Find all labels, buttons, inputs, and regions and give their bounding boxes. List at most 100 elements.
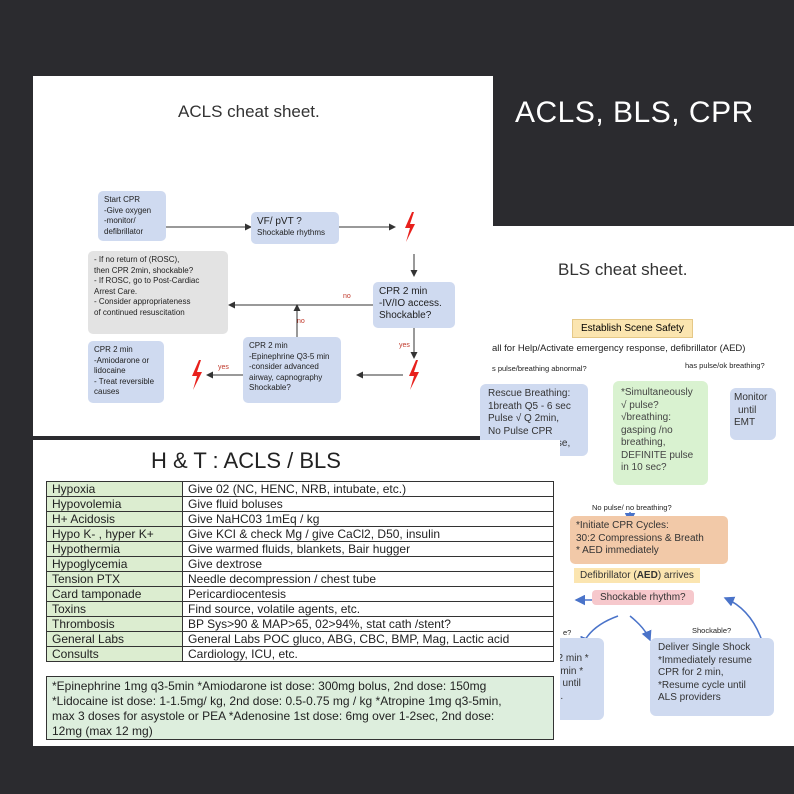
aed-arrives-text: AED [636,570,658,581]
cpr-epinephrine-box: CPR 2 min -Epinephrine Q3-5 min -conside… [243,337,341,403]
rosc-line: Arrest Care. [94,286,138,296]
condition-cell: Tension PTX [46,571,183,587]
no-shock-line: le until [552,678,581,689]
vf-pvt-box: VF/ pVT ? Shockable rhythms [251,212,339,244]
treatment-cell: Give NaHC03 1mEq / kg [182,511,554,527]
monitor-line: Monitor [734,392,768,403]
cpr-amiodarone-box: CPR 2 min -Amiodarone or lidocaine - Tre… [88,341,164,403]
condition-cell: Hypo K- , hyper K+ [46,526,183,542]
cpr-epi-line: airway, capnography [249,372,323,382]
aed-arrives-box: Defibrillator (AED) arrives [574,568,700,583]
treatment-cell: Give fluid boluses [182,496,554,512]
treatment-cell: Pericardiocentesis [182,586,554,602]
condition-cell: Consults [46,646,183,662]
simul-line: √ pulse? [621,399,659,411]
cpr-cycles-line: 30:2 Compressions & Breath [576,532,704,544]
deliver-line: CPR for 2 min, [658,667,724,678]
condition-cell: General Labs [46,631,183,647]
cpr-cycles-line: *Initiate CPR Cycles: [576,520,669,531]
vf-pvt-line: VF/ pVT ? [257,216,302,227]
rescue-line: Pulse √ Q 2min, [488,413,560,424]
note-line: 12mg (max 12 mg) [52,724,153,738]
condition-cell: Hypothermia [46,541,183,557]
label-no: no [297,318,305,325]
no-shock-line: t 2 min * [552,653,589,664]
note-line: *Epinephrine 1mg q3-5min *Amiodarone ist… [52,679,487,693]
cpr-epi-line: -consider advanced [249,362,319,371]
condition-cell: Toxins [46,601,183,617]
condition-cell: Hypoglycemia [46,556,183,572]
simul-line: √breathing: [621,412,671,423]
simul-line: DEFINITE pulse [621,449,694,461]
treatment-cell: Needle decompression / chest tube [182,571,554,587]
condition-cell: Card tamponade [46,586,183,602]
rosc-line: - If no return of (ROSC), [94,255,180,264]
table-row: Hypo K- , hyper K+Give KCI & check Mg / … [46,526,554,542]
cpr-amio-line: causes [94,387,120,396]
note-line: max 3 doses for asystole or PEA *Adenosi… [52,709,495,723]
label-no: no [343,293,351,300]
cpr-iv-line: -IV/IO access. [379,298,442,309]
rescue-line: No Pulse CPR [488,425,553,437]
rosc-line: - If ROSC, go to Post-Cardiac [94,276,200,285]
label-yes: yes [399,342,410,349]
start-cpr-line: -monitor/ [104,216,136,225]
treatment-cell: Give dextrose [182,556,554,572]
cpr-iv-line: CPR 2 min [379,286,428,297]
rosc-box: - If no return of (ROSC), then CPR 2min,… [88,251,228,334]
headline: ACLS, BLS, CPR [515,96,754,129]
note-line: *Lidocaine ist dose: 1-1.5mg/ kg, 2nd do… [52,694,502,708]
condition-cell: Thrombosis [46,616,183,632]
simultaneous-check-box: *Simultaneously √ pulse? √breathing: gas… [613,381,708,485]
rosc-line: - Consider appropriateness [94,297,191,306]
treatment-cell: Cardiology, ICU, etc. [182,646,554,662]
monitor-line: until [738,404,757,416]
treatment-cell: Find source, volatile agents, etc. [182,601,554,617]
aed-arrives-text: Defibrillator ( [580,570,637,581]
monitor-box: Monitor until EMT [730,388,776,440]
lightning-bolt-icon [192,360,202,390]
table-row: Toxins Find source, volatile agents, etc… [46,601,554,617]
cpr-iv-line: Shockable? [379,310,432,321]
start-cpr-box: Start CPR -Give oxygen -monitor/ defibri… [98,191,166,241]
drug-dosing-note: *Epinephrine 1mg q3-5min *Amiodarone ist… [46,676,554,740]
ht-title: H & T : ACLS / BLS [151,448,341,473]
cpr-epi-line: CPR 2 min [249,341,288,350]
treatment-cell: Give warmed fluids, blankets, Bair hugge… [182,541,554,557]
deliver-line: ALS providers [658,692,721,703]
monitor-line: EMT [734,417,756,428]
cpr-cycles-box: *Initiate CPR Cycles: 30:2 Compressions … [570,516,728,564]
condition-cell: H+ Acidosis [46,511,183,527]
question-label: e? [563,628,572,637]
scene-safety-box: Establish Scene Safety [572,319,693,338]
acls-cheat-sheet-panel: ACLS cheat sheet. Start CPR -Give oxygen… [33,76,493,436]
lightning-bolt-icon [409,360,419,390]
treatment-cell: General Labs POC gluco, ABG, CBC, BMP, M… [182,631,554,647]
treatment-cell: Give 02 (NC, HENC, NRB, intubate, etc.) [182,481,554,497]
rescue-line: 1breath Q5 - 6 sec [488,400,571,412]
deliver-line: Deliver Single Shock [658,642,751,653]
simul-line: gasping /no [621,424,673,436]
shockable-label: Shockable? [692,626,732,635]
label-yes: yes [218,364,229,371]
acls-arrows [165,223,418,379]
deliver-line: *Resume cycle until [658,679,746,691]
start-cpr-line: -Give oxygen [104,205,152,215]
ok-breathing-label: has pulse/ok breathing? [685,361,765,370]
start-cpr-line: defibrillator [104,226,144,236]
simul-line: breathing, [621,437,666,448]
vf-pvt-line: Shockable rhythms [257,228,326,237]
aed-arrives-text: ) arrives [657,570,694,581]
cpr-amio-line: -Amiodarone or [94,355,150,365]
abnormal-label: s pulse/breathing abnormal? [492,364,587,373]
cpr-amio-line: CPR 2 min [94,345,133,354]
condition-cell: Hypoxia [46,481,183,497]
